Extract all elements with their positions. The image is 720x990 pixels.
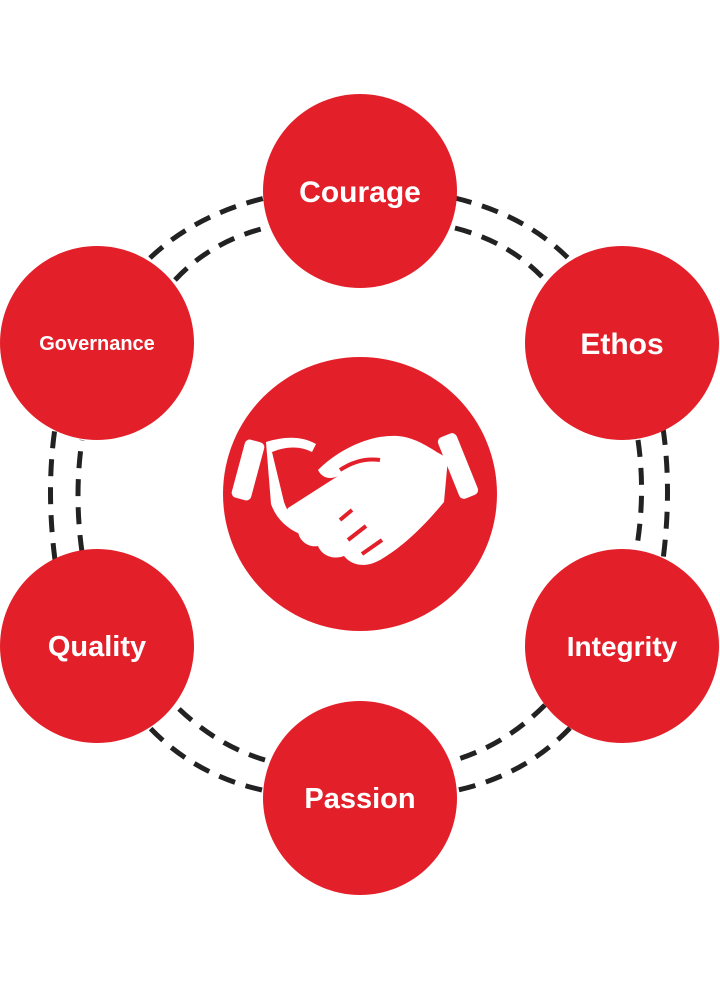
connector-integrity-passion-outer xyxy=(457,726,572,793)
connector-governance-courage-inner xyxy=(173,225,266,282)
node-quality: Quality xyxy=(0,549,194,743)
connector-courage-ethos-inner xyxy=(454,225,547,282)
connector-courage-ethos-outer xyxy=(454,195,570,260)
handshake-icon xyxy=(231,433,479,565)
connector-passion-quality-inner xyxy=(173,703,266,763)
node-label-governance: Governance xyxy=(39,333,155,355)
node-label-courage: Courage xyxy=(299,176,421,209)
node-governance: Governance xyxy=(0,246,194,440)
connector-rings xyxy=(48,195,670,793)
node-passion: Passion xyxy=(263,701,457,895)
node-circle-governance xyxy=(0,246,194,440)
node-circle-passion xyxy=(263,701,457,895)
node-courage: Courage xyxy=(263,94,457,288)
connector-ethos-integrity-outer xyxy=(660,427,670,561)
connector-governance-courage-outer xyxy=(148,195,266,260)
node-integrity: Integrity xyxy=(525,549,719,743)
node-label-integrity: Integrity xyxy=(567,631,678,662)
connector-passion-quality-outer xyxy=(148,726,263,793)
node-circle-integrity xyxy=(525,549,719,743)
node-label-ethos: Ethos xyxy=(580,328,663,361)
connector-ethos-integrity-inner xyxy=(633,439,645,553)
node-ethos: Ethos xyxy=(525,246,719,440)
node-label-passion: Passion xyxy=(304,783,415,815)
connector-quality-governance-outer xyxy=(48,427,58,561)
node-circle-quality xyxy=(0,549,194,743)
center-node xyxy=(223,357,497,631)
node-label-quality: Quality xyxy=(48,631,146,663)
connector-integrity-passion-inner xyxy=(454,703,547,763)
connector-quality-governance-inner xyxy=(75,439,85,553)
node-circle-ethos xyxy=(525,246,719,440)
node-circle-courage xyxy=(263,94,457,288)
